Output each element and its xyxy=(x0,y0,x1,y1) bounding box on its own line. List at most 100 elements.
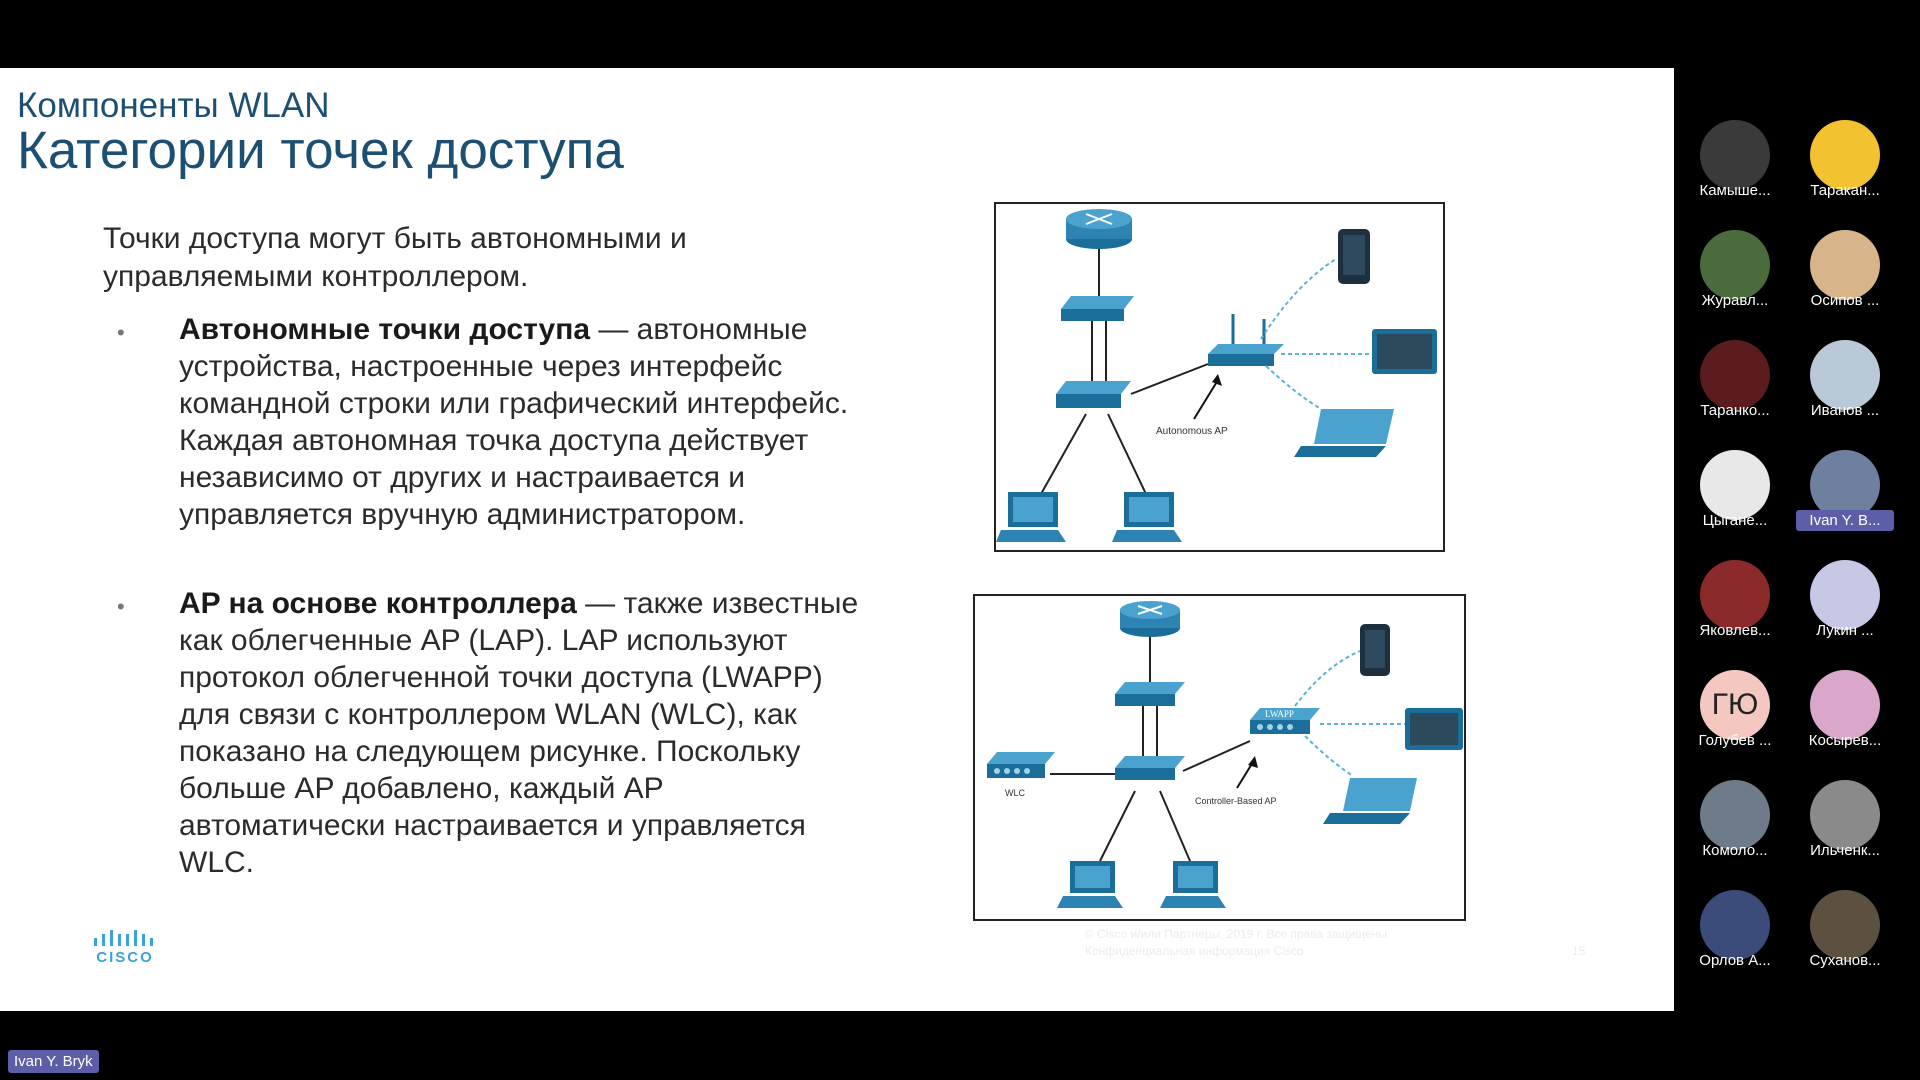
participant-tile[interactable]: Цыгане... xyxy=(1680,440,1790,550)
participant-name: Орлов А... xyxy=(1699,952,1771,969)
participant-tile[interactable]: Ivan Y. B... xyxy=(1790,440,1900,550)
laptop-icon xyxy=(1294,409,1394,457)
bullet-dot: • xyxy=(117,594,125,619)
avatar-initials xyxy=(1810,780,1880,850)
bullet-text: — автономные устройства, настроенные чер… xyxy=(179,313,849,531)
participant-tile[interactable]: ГЮ Голубев ... xyxy=(1680,660,1790,770)
participant-tile[interactable]: Суханов... xyxy=(1790,880,1900,990)
access-point-icon xyxy=(1208,314,1284,366)
participant-name: Косырев... xyxy=(1808,732,1882,749)
router-icon xyxy=(1066,209,1132,249)
copyright-line: Конфиденциальная информация Cisco xyxy=(1085,944,1304,958)
participant-tile[interactable]: Яковлев... xyxy=(1680,550,1790,660)
controller-ap-label: Controller-Based AP xyxy=(1195,796,1277,806)
avatar: ГЮ xyxy=(1700,670,1770,740)
pointer-arrow xyxy=(1193,374,1222,420)
participant-name: Ivan Y. B... xyxy=(1796,510,1894,531)
link-lines xyxy=(1040,239,1209,495)
smartphone-icon xyxy=(1338,229,1370,284)
copyright-text: © Cisco и/или Партнеры, 2019 г. Все прав… xyxy=(1085,926,1505,960)
avatar xyxy=(1700,560,1770,630)
slide-subtitle: Компоненты WLAN xyxy=(17,86,330,125)
bullet-autonomous: Автономные точки доступа — автономные ус… xyxy=(179,311,869,533)
presentation-slide: Компоненты WLAN Категории точек доступа … xyxy=(0,68,1674,1011)
avatar-initials xyxy=(1810,230,1880,300)
avatar xyxy=(1810,230,1880,300)
avatar xyxy=(1700,340,1770,410)
lwapp-access-point-icon xyxy=(1250,708,1320,734)
avatar-initials xyxy=(1700,120,1770,190)
active-speaker-label: Ivan Y. Bryk xyxy=(8,1050,99,1073)
tablet-icon xyxy=(1372,329,1437,374)
participant-name: Суханов... xyxy=(1809,952,1881,969)
participant-name: Ильченк... xyxy=(1810,842,1880,859)
pc-icon xyxy=(1057,861,1123,908)
slide-page-number: 15 xyxy=(1572,944,1586,958)
switch-icon xyxy=(1115,756,1185,780)
participant-tile[interactable]: Лукин ... xyxy=(1790,550,1900,660)
participant-tile[interactable]: Таранко... xyxy=(1680,330,1790,440)
participant-tile[interactable]: Осипов ... xyxy=(1790,220,1900,330)
participant-tile[interactable]: Орлов А... xyxy=(1680,880,1790,990)
avatar-initials xyxy=(1700,560,1770,630)
avatar-initials xyxy=(1810,560,1880,630)
wireless-links xyxy=(1294,650,1405,777)
avatar-initials xyxy=(1810,670,1880,740)
avatar xyxy=(1810,340,1880,410)
avatar-initials xyxy=(1810,340,1880,410)
avatar-initials xyxy=(1810,890,1880,960)
participant-name: Иванов ... xyxy=(1810,402,1880,419)
avatar-initials xyxy=(1810,120,1880,190)
participant-tile[interactable]: Иванов ... xyxy=(1790,330,1900,440)
avatar xyxy=(1700,780,1770,850)
avatar xyxy=(1810,780,1880,850)
bullet-controller: AP на основе контроллера — также известн… xyxy=(179,585,869,881)
autonomous-ap-diagram: Autonomous AP xyxy=(994,202,1445,552)
cisco-bars-icon: CISCO xyxy=(94,930,154,966)
bullet-dot: • xyxy=(117,320,125,345)
autonomous-ap-network-svg: Autonomous AP xyxy=(996,209,1437,542)
avatar xyxy=(1810,120,1880,190)
autonomous-ap-label: Autonomous AP xyxy=(1156,426,1228,437)
participant-tile[interactable]: Комоло... xyxy=(1680,770,1790,880)
bullet-bold: AP на основе контроллера xyxy=(179,587,577,620)
participant-tile[interactable]: Журавл... xyxy=(1680,220,1790,330)
avatar-initials xyxy=(1700,340,1770,410)
switch-icon xyxy=(1056,381,1131,408)
participant-tile[interactable]: Камыше... xyxy=(1680,110,1790,220)
intro-text: Точки доступа могут быть автономными и у… xyxy=(103,222,687,293)
tablet-icon xyxy=(1405,708,1463,750)
cisco-wordmark: CISCO xyxy=(96,949,154,966)
avatar xyxy=(1700,120,1770,190)
avatar xyxy=(1810,450,1880,520)
avatar xyxy=(1700,230,1770,300)
cisco-logo: CISCO xyxy=(92,928,158,973)
participant-name: Таракан... xyxy=(1810,182,1880,199)
participant-tile[interactable]: Ильченк... xyxy=(1790,770,1900,880)
copyright-line: © Cisco и/или Партнеры, 2019 г. Все прав… xyxy=(1085,927,1391,941)
slide-title: Категории точек доступа xyxy=(17,121,624,180)
controller-ap-network-svg: WLC LWAPP xyxy=(987,601,1463,908)
participant-tile[interactable]: Таракан... xyxy=(1790,110,1900,220)
participant-name: Осипов ... xyxy=(1810,292,1880,309)
avatar xyxy=(1810,670,1880,740)
avatar xyxy=(1700,450,1770,520)
bullet-bold: Автономные точки доступа xyxy=(179,313,591,346)
pointer-arrow xyxy=(1236,756,1258,789)
participant-name: Комоло... xyxy=(1702,842,1768,859)
avatar xyxy=(1700,890,1770,960)
participant-name: Голубев ... xyxy=(1698,732,1772,749)
avatar-initials xyxy=(1700,890,1770,960)
smartphone-icon xyxy=(1360,624,1390,676)
lwapp-label: LWAPP xyxy=(1265,709,1294,719)
avatar-initials: ГЮ xyxy=(1711,688,1759,721)
avatar-initials xyxy=(1700,780,1770,850)
participant-name: Яковлев... xyxy=(1699,622,1771,639)
participant-name: Журавл... xyxy=(1701,292,1769,309)
avatar-initials xyxy=(1700,450,1770,520)
avatar-initials xyxy=(1700,230,1770,300)
bullet-text: — также известные как облегченные AP (LA… xyxy=(179,587,859,879)
avatar xyxy=(1810,560,1880,630)
switch-icon xyxy=(1115,682,1185,706)
participant-tile[interactable]: Косырев... xyxy=(1790,660,1900,770)
